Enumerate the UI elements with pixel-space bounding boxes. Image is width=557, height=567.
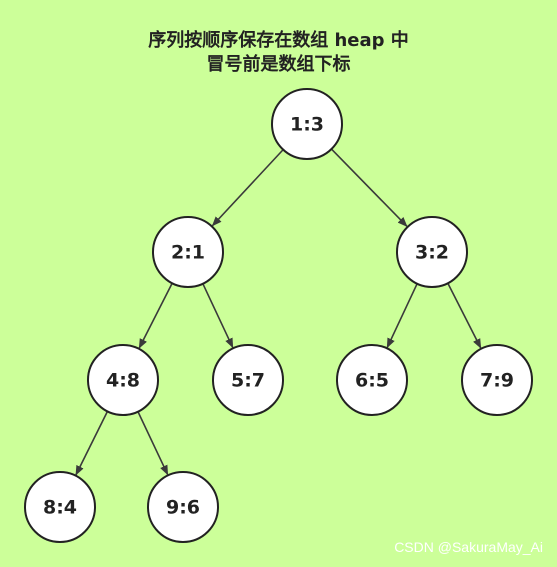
- edge-1-2: [211, 149, 284, 227]
- node-label: 1:3: [290, 114, 324, 136]
- tree-node-3: 3:2: [396, 216, 468, 288]
- tree-node-8: 8:4: [24, 471, 96, 543]
- node-label: 9:6: [166, 497, 200, 519]
- edge-2-4: [138, 282, 173, 349]
- caption-line-2: 冒号前是数组下标: [206, 54, 351, 75]
- edge-3-6: [386, 283, 418, 349]
- edge-1-3: [330, 148, 408, 227]
- edge-4-9: [137, 411, 169, 476]
- node-circle: [271, 88, 343, 160]
- node-label: 2:1: [171, 242, 205, 264]
- caption-line-1: 序列按顺序保存在数组 heap 中: [148, 30, 409, 51]
- node-circle: [147, 471, 219, 543]
- tree-node-5: 5:7: [212, 344, 284, 416]
- edge-2-5: [202, 283, 234, 349]
- node-label: 8:4: [43, 497, 77, 519]
- node-label: 5:7: [231, 370, 265, 392]
- node-label: 7:9: [480, 370, 514, 392]
- watermark: CSDN @SakuraMay_Ai: [394, 539, 543, 555]
- node-label: 3:2: [415, 242, 449, 264]
- node-label: 4:8: [106, 370, 140, 392]
- tree-node-9: 9:6: [147, 471, 219, 543]
- node-circle: [461, 344, 533, 416]
- edge-3-7: [447, 282, 482, 349]
- node-circle: [152, 216, 224, 288]
- tree-node-1: 1:3: [271, 88, 343, 160]
- node-circle: [212, 344, 284, 416]
- node-circle: [24, 471, 96, 543]
- node-circle: [336, 344, 408, 416]
- node-label: 6:5: [355, 370, 389, 392]
- tree-node-7: 7:9: [461, 344, 533, 416]
- tree-node-2: 2:1: [152, 216, 224, 288]
- tree-node-6: 6:5: [336, 344, 408, 416]
- node-circle: [396, 216, 468, 288]
- tree-node-4: 4:8: [87, 344, 159, 416]
- edge-4-8: [75, 410, 109, 476]
- node-circle: [87, 344, 159, 416]
